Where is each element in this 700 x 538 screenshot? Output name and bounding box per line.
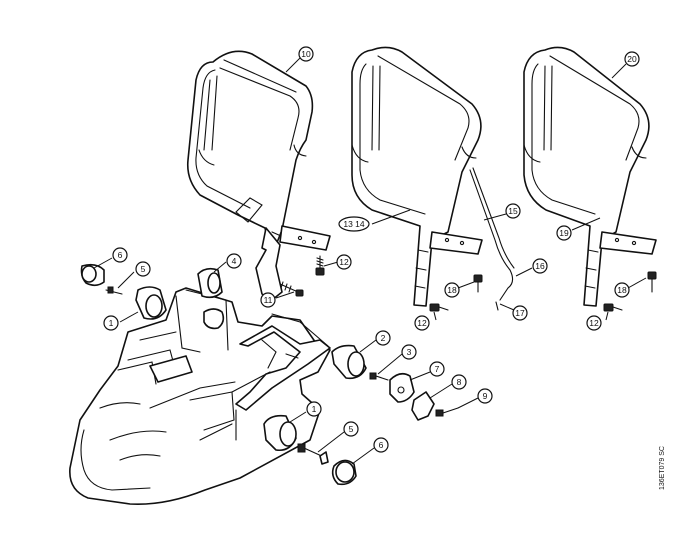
callout-10: 10 — [298, 46, 314, 62]
callout-12-c: 12 — [586, 315, 602, 331]
callout-label: 19 — [559, 228, 569, 238]
lower-buffer-parts — [263, 414, 357, 486]
callout-19: 19 — [556, 225, 572, 241]
callout-label: 16 — [535, 261, 545, 271]
callout-label: 8 — [457, 377, 462, 387]
callout-label: 3 — [407, 347, 412, 357]
callout-label: 6 — [118, 250, 123, 260]
callout-17: 17 — [512, 305, 528, 321]
engine-housing — [69, 287, 331, 506]
callout-label: 11 — [264, 295, 273, 305]
drawing-code: 136ET079 SC — [659, 446, 666, 490]
screws — [279, 255, 657, 312]
callout-label: 15 — [508, 206, 518, 216]
handlebar-10 — [186, 50, 331, 301]
callout-5-bottom: 5 — [343, 421, 359, 437]
callout-label: 6 — [379, 440, 384, 450]
callout-13-14: 13 14 — [338, 216, 370, 232]
callout-5-top: 5 — [135, 261, 151, 277]
callout-18-right: 18 — [614, 282, 630, 298]
callout-1-top: 1 — [103, 315, 119, 331]
callout-9: 9 — [477, 388, 493, 404]
callout-label: 20 — [627, 54, 637, 64]
callout-label: 12 — [417, 318, 427, 328]
callout-12-a: 12 — [336, 254, 352, 270]
anti-vibration-parts — [80, 263, 223, 320]
callout-12-b: 12 — [414, 315, 430, 331]
callout-label: 5 — [141, 264, 146, 274]
callout-4: 4 — [226, 253, 242, 269]
callout-7: 7 — [429, 361, 445, 377]
leader-lines — [93, 57, 647, 465]
callout-label: 1 — [312, 404, 317, 414]
callout-label: 5 — [349, 424, 354, 434]
callout-label: 2 — [381, 333, 386, 343]
buffer-and-stop-parts — [331, 344, 459, 421]
handlebar-13-14 — [351, 46, 515, 307]
callout-16: 16 — [532, 258, 548, 274]
callout-6-bottom: 6 — [373, 437, 389, 453]
callout-1-bottom: 1 — [306, 401, 322, 417]
handlebar-19-20 — [523, 46, 657, 307]
callout-label: 7 — [435, 364, 440, 374]
callout-6-top: 6 — [112, 247, 128, 263]
callout-2: 2 — [375, 330, 391, 346]
callouts: 10 20 13 14 15 19 16 17 18 — [103, 46, 640, 453]
callout-label: 12 — [339, 257, 349, 267]
callout-label: 18 — [617, 285, 627, 295]
callout-20: 20 — [624, 51, 640, 67]
callout-label: 18 — [447, 285, 457, 295]
callout-8: 8 — [451, 374, 467, 390]
callout-label: 13 14 — [343, 219, 365, 229]
callout-label: 4 — [232, 256, 237, 266]
callout-label: 17 — [515, 308, 525, 318]
callout-3: 3 — [401, 344, 417, 360]
callout-label: 12 — [589, 318, 599, 328]
callout-label: 1 — [109, 318, 114, 328]
callout-label: 9 — [483, 391, 488, 401]
callout-15: 15 — [505, 203, 521, 219]
callout-18-left: 18 — [444, 282, 460, 298]
callout-label: 10 — [301, 49, 311, 59]
callout-11: 11 — [260, 292, 276, 308]
